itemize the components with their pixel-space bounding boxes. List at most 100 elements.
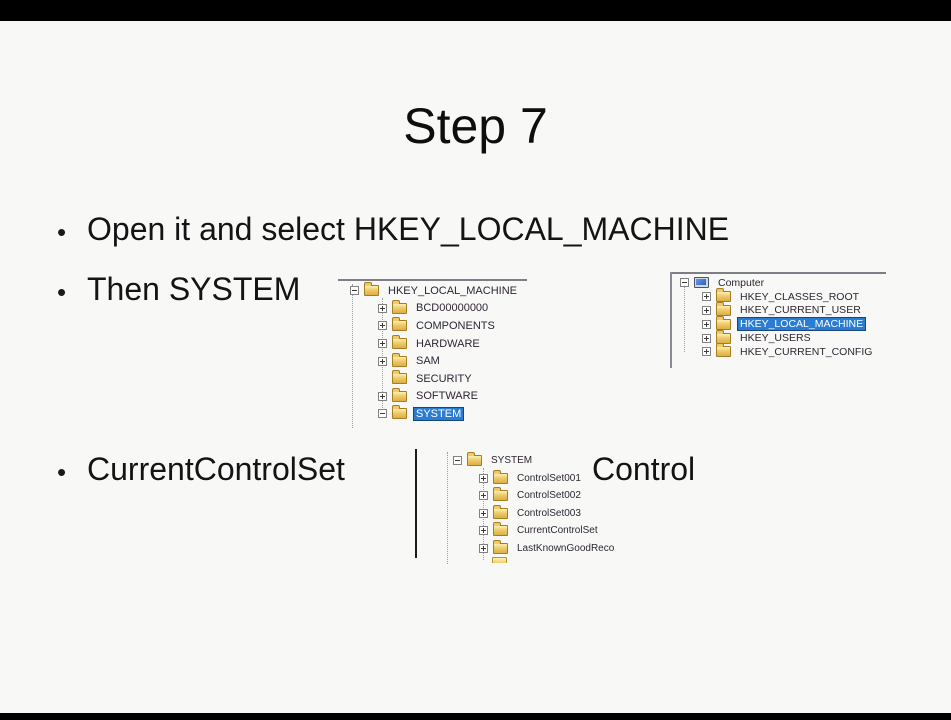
tree-row[interactable]: SAM (338, 352, 543, 370)
bullet-dot: • (57, 217, 67, 247)
folder-icon (392, 387, 407, 402)
expand-plus-icon[interactable] (702, 305, 711, 315)
tree-connector-line (447, 452, 448, 564)
expand-plus-icon[interactable] (702, 347, 711, 357)
folder-icon (392, 370, 407, 385)
folder-icon (392, 299, 407, 314)
folder-icon (493, 487, 508, 502)
tree-row[interactable]: COMPONENTS (338, 317, 543, 335)
tree-row[interactable]: ControlSet001 (443, 469, 638, 488)
tree-node-label[interactable]: HKEY_CURRENT_USER (740, 304, 861, 317)
hklm-screenshot-top-border (338, 279, 527, 281)
tree-row[interactable]: Computer (672, 276, 884, 290)
tree-row[interactable]: HKEY_LOCAL_MACHINE (672, 315, 884, 331)
tree-node-label[interactable]: HKEY_USERS (740, 332, 811, 345)
tree-row[interactable]: HKEY_CURRENT_USER (672, 301, 884, 318)
folder-icon (364, 282, 379, 297)
tree-node-label-selected[interactable]: HKEY_LOCAL_MACHINE (738, 318, 866, 331)
tree-connector-line (352, 284, 353, 428)
tree-node-label[interactable]: ControlSet003 (517, 507, 581, 519)
expand-plus-icon[interactable] (702, 319, 711, 329)
expand-plus-icon[interactable] (479, 508, 488, 518)
expand-plus-icon[interactable] (378, 303, 387, 313)
tree-node-label[interactable]: ControlSet001 (517, 472, 581, 484)
folder-icon (493, 539, 508, 554)
expand-minus-icon[interactable] (350, 286, 359, 296)
tree-node-label[interactable]: HKEY_LOCAL_MACHINE (388, 284, 517, 297)
tree-node-label[interactable]: BCD00000000 (416, 302, 489, 315)
bullet-dot: • (57, 457, 67, 487)
expand-plus-icon[interactable] (702, 333, 711, 343)
computer-screenshot-top-border (670, 272, 886, 274)
bullet-item-then-system: • Then SYSTEM (57, 271, 300, 313)
expand-minus-icon[interactable] (680, 278, 689, 288)
system-screenshot-left-border (415, 449, 417, 558)
tree-node-label[interactable]: SYSTEM (491, 455, 533, 467)
computer-screenshot-left-border (670, 272, 672, 368)
tree-row[interactable]: LastKnownGoodReco (443, 539, 638, 558)
bullet-item-currentcontrolset: • CurrentControlSet (57, 451, 345, 493)
expand-minus-icon[interactable] (378, 409, 387, 419)
folder-icon (493, 522, 508, 537)
tree-node-label[interactable]: COMPONENTS (416, 319, 495, 332)
bottom-letterbox-bar (0, 713, 951, 720)
tree-node-label[interactable]: CurrentControlSet (517, 525, 598, 537)
folder-icon (716, 329, 731, 344)
tree-node-label[interactable]: ControlSet002 (517, 490, 581, 502)
tree-row[interactable]: SYSTEM (338, 405, 543, 423)
tree-row[interactable]: HARDWARE (338, 335, 543, 353)
tree-row[interactable]: BCD00000000 (338, 299, 543, 318)
tree-row[interactable]: SECURITY (338, 370, 543, 388)
expand-plus-icon[interactable] (378, 391, 387, 401)
folder-icon (392, 335, 407, 350)
tree-row[interactable]: CurrentControlSet (443, 522, 638, 540)
expand-plus-icon[interactable] (378, 339, 387, 349)
folder-icon (392, 405, 407, 420)
tree-row[interactable]: SOFTWARE (338, 387, 543, 406)
tree-node-label[interactable]: SOFTWARE (416, 390, 478, 403)
expand-plus-icon[interactable] (702, 292, 711, 302)
tree-row[interactable]: ControlSet002 (443, 487, 638, 505)
folder-icon (493, 504, 508, 519)
folder-icon (716, 315, 731, 330)
tree-node-label[interactable]: SECURITY (416, 372, 472, 385)
folder-icon (467, 452, 482, 467)
tree-row[interactable]: HKEY_CLASSES_ROOT (672, 288, 884, 304)
folder-icon (716, 301, 731, 316)
bullet-text: Then SYSTEM (87, 271, 301, 307)
bullet-dot: • (57, 277, 67, 307)
tree-row[interactable]: HKEY_LOCAL_MACHINE (338, 282, 543, 300)
expand-plus-icon[interactable] (479, 473, 488, 483)
expand-plus-icon[interactable] (479, 543, 488, 553)
tree-node-label[interactable]: LastKnownGoodReco (517, 542, 615, 554)
expand-plus-icon[interactable] (378, 321, 387, 331)
expand-plus-icon[interactable] (378, 356, 387, 366)
tree-connector-line (684, 287, 685, 352)
tree-node-label-selected[interactable]: SYSTEM (414, 407, 464, 420)
tree-node-label[interactable]: HARDWARE (416, 337, 480, 350)
expand-minus-icon[interactable] (453, 456, 462, 466)
computer-icon (694, 277, 709, 289)
tree-node-label[interactable]: HKEY_CLASSES_ROOT (740, 290, 860, 303)
tree-node-label[interactable]: SAM (416, 355, 440, 368)
folder-icon (716, 288, 731, 303)
clipped-folder-icon (492, 557, 507, 563)
tree-row[interactable]: HKEY_USERS (672, 329, 884, 345)
folder-icon (716, 343, 731, 358)
control-text: Control (592, 451, 696, 487)
folder-icon (493, 469, 508, 484)
tree-row[interactable]: SYSTEM (443, 452, 638, 470)
bullet-text: Open it and select HKEY_LOCAL_MACHINE (87, 211, 730, 247)
expand-plus-icon[interactable] (479, 491, 488, 501)
bullet-item-open-hklm: • Open it and select HKEY_LOCAL_MACHINE (57, 211, 729, 253)
tree-row[interactable]: ControlSet003 (443, 504, 638, 523)
tree-node-label[interactable]: Computer (718, 276, 765, 289)
tree-node-label[interactable]: HKEY_CURRENT_CONFIG (740, 345, 873, 358)
tree-row[interactable]: HKEY_CURRENT_CONFIG (672, 343, 884, 359)
expand-plus-icon[interactable] (479, 526, 488, 536)
top-letterbox-bar (0, 0, 951, 22)
